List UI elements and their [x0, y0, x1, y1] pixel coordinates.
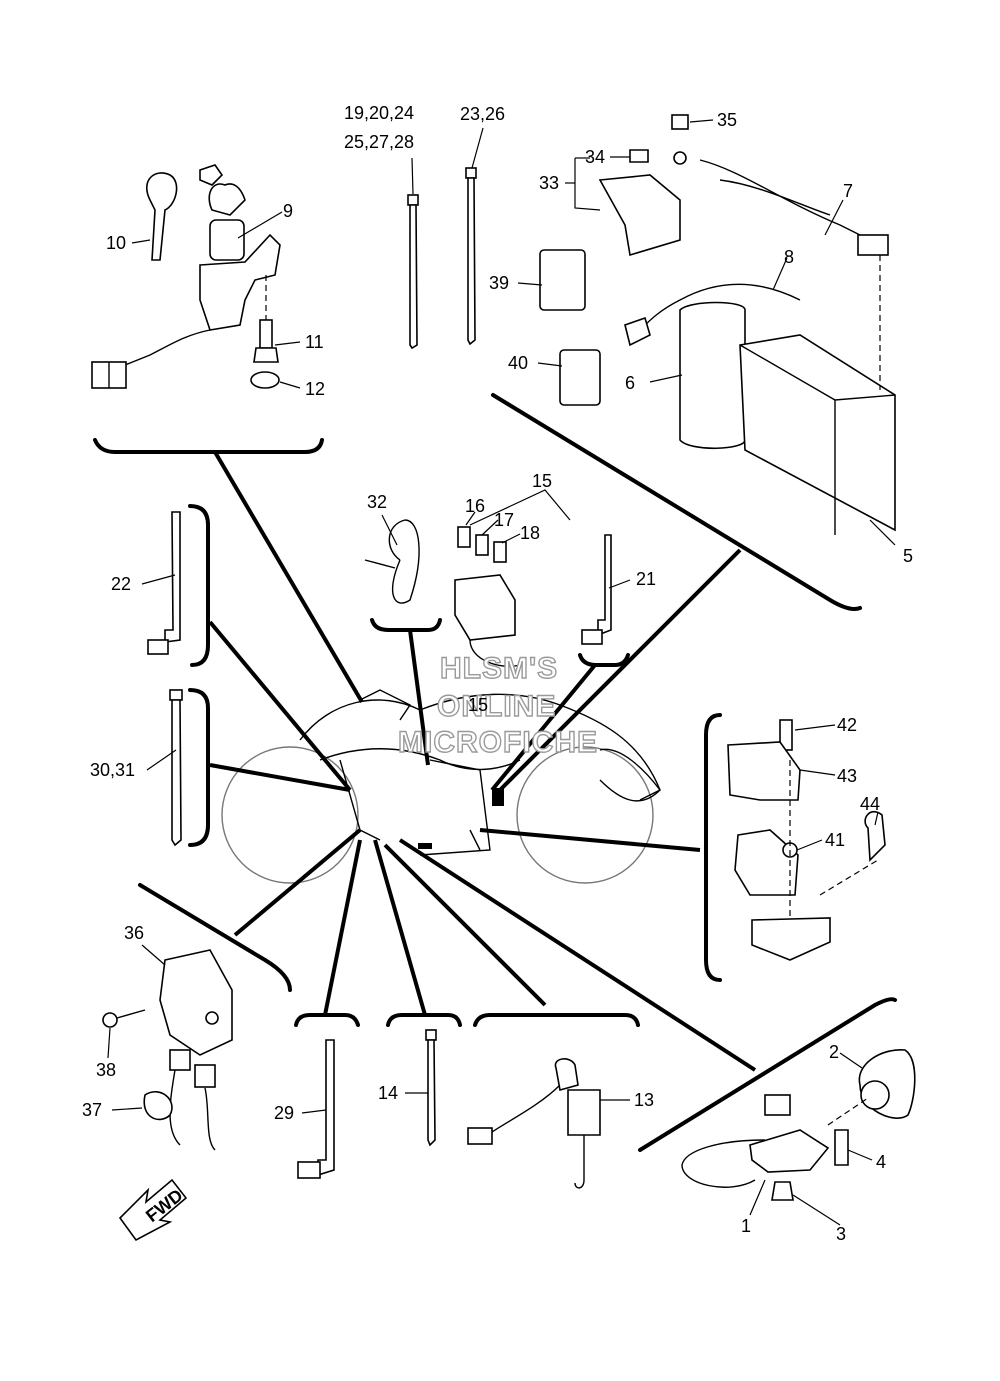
- callout-22: 22: [111, 574, 131, 594]
- callout-7: 7: [843, 181, 853, 201]
- watermark-line-2: ONLINE: [437, 690, 556, 723]
- cable-ties-top: [407, 167, 477, 350]
- callout-40: 40: [508, 353, 528, 373]
- callout-32: 32: [367, 492, 387, 512]
- callout-8: 8: [784, 247, 794, 267]
- callout-33: 33: [539, 173, 559, 193]
- callout-43: 43: [837, 766, 857, 786]
- callout-35: 35: [717, 110, 737, 130]
- neutral-switch-group: [467, 1058, 601, 1189]
- cable-tie-22-30: [147, 511, 183, 847]
- callout-1: 1: [741, 1216, 751, 1236]
- main-switch-assembly: [91, 164, 281, 389]
- group-brackets: [93, 393, 897, 1152]
- watermark-line-3: MICROFICHE: [398, 726, 598, 759]
- fwd-arrow-icon: FWD: [118, 1178, 188, 1242]
- callout-5: 5: [903, 546, 913, 566]
- callout-42: 42: [837, 715, 857, 735]
- callout-30-31: 30,31: [90, 760, 135, 780]
- callout-18: 18: [520, 523, 540, 543]
- callout-12: 12: [305, 379, 325, 399]
- callout-4: 4: [876, 1152, 886, 1172]
- callout-29: 29: [274, 1103, 294, 1123]
- rectifier-regulator-group: [102, 949, 233, 1151]
- watermark: HLSM'S ONLINE MICROFICHE: [397, 651, 598, 759]
- fuse-box-group: [364, 489, 571, 667]
- callout-39: 39: [489, 273, 509, 293]
- callout-36: 36: [124, 923, 144, 943]
- relay-bracket-group: [727, 719, 886, 961]
- callout-lines: [208, 450, 757, 1072]
- callout-41: 41: [825, 830, 845, 850]
- callout-19-20-24: 19,20,24: [344, 103, 414, 123]
- callout-23-26: 23,26: [460, 104, 505, 124]
- cable-tie-21: [581, 534, 612, 645]
- sensor-group: [681, 1049, 916, 1201]
- callout-37: 37: [82, 1100, 102, 1120]
- callout-38: 38: [96, 1060, 116, 1080]
- callout-3: 3: [836, 1224, 846, 1244]
- callout-44: 44: [860, 794, 880, 814]
- callout-10: 10: [106, 233, 126, 253]
- leader-lines: [107, 119, 896, 1226]
- callout-2: 2: [829, 1042, 839, 1062]
- callout-15-top: 15: [532, 471, 552, 491]
- watermark-line-1: HLSM'S: [440, 652, 558, 685]
- callout-16: 16: [465, 496, 485, 516]
- callout-25-27-28: 25,27,28: [344, 132, 414, 152]
- cable-ties-bottom: [297, 1029, 437, 1179]
- callout-17: 17: [494, 510, 514, 530]
- callout-15-mid: 15: [468, 695, 488, 715]
- callout-34: 34: [585, 147, 605, 167]
- callout-11: 11: [305, 332, 324, 352]
- callout-6: 6: [625, 373, 635, 393]
- callout-14: 14: [378, 1083, 398, 1103]
- callout-21: 21: [636, 569, 656, 589]
- callout-9: 9: [283, 201, 293, 221]
- callout-labels: 1 2 3 4 5 6 7 8 9 10 11 12 13 14 15 15 1…: [82, 103, 913, 1244]
- callout-13: 13: [634, 1090, 654, 1110]
- battery-relay-group: [539, 114, 896, 535]
